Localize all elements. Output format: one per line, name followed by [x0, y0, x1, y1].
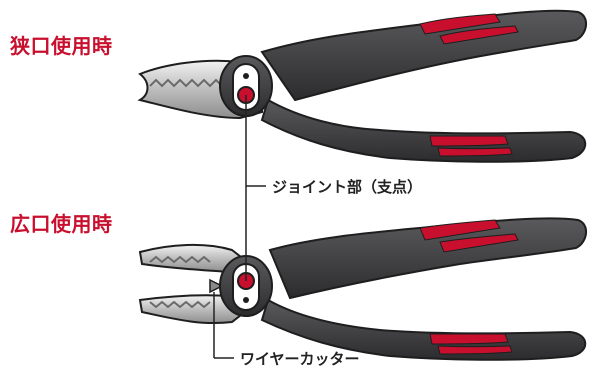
- joint-label: ジョイント部（支点）: [272, 178, 423, 196]
- narrow-mode-label: 狭口使用時: [10, 34, 113, 58]
- wire-cutter-label: ワイヤーカッター: [240, 350, 360, 368]
- jaw-teeth-wide: [149, 255, 211, 264]
- wide-mode-label: 広口使用時: [10, 212, 113, 236]
- lower-handle-wide: [260, 298, 587, 361]
- pliers-wide: [138, 217, 587, 361]
- lower-handle-narrow: [260, 98, 587, 163]
- pliers-narrow: [137, 9, 587, 163]
- wire-cutter-icon: [209, 278, 224, 294]
- grip-accents-narrow: [419, 13, 519, 157]
- grip-accents-wide: [419, 219, 519, 355]
- callout-lines: [213, 95, 266, 359]
